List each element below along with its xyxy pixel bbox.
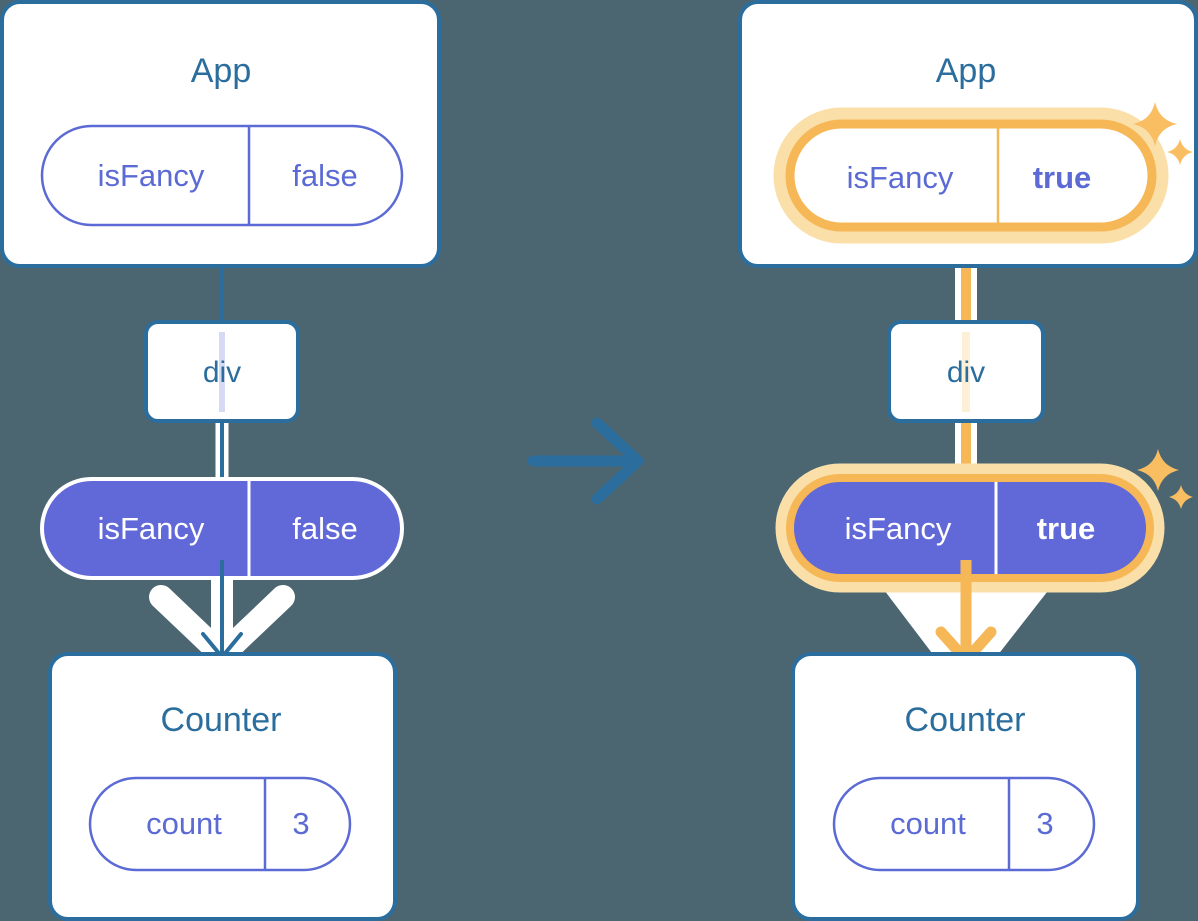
card-app-title-after: App bbox=[936, 52, 997, 90]
sparkle-small-prop-icon bbox=[1169, 485, 1193, 509]
state-pill-counter-after-name: count bbox=[890, 806, 966, 841]
state-pill-counter-before-shape bbox=[88, 776, 352, 872]
state-pill-app-after-glow bbox=[773, 107, 1169, 244]
state-pill-app-before-name: isFancy bbox=[98, 158, 205, 193]
state-pill-counter-before: count 3 bbox=[88, 776, 352, 872]
prop-pill-before-value: false bbox=[292, 511, 357, 546]
prop-pill-before-name: isFancy bbox=[98, 511, 205, 546]
prop-pill-after-value: true bbox=[1037, 511, 1096, 546]
state-pill-app-before: isFancy false bbox=[40, 124, 404, 227]
panel-before: App isFancy false div isFancy false bbox=[0, 0, 441, 921]
state-pill-counter-before-value: 3 bbox=[292, 806, 309, 841]
state-pill-counter-after-shape bbox=[832, 776, 1096, 872]
state-pill-app-before-value: false bbox=[292, 158, 357, 193]
node-div-before-label: div bbox=[203, 356, 241, 389]
state-pill-app-after-value: true bbox=[1033, 160, 1092, 195]
card-counter-title-after: Counter bbox=[905, 701, 1026, 739]
panel-after: App isFancy true div isFancy true bbox=[738, 0, 1198, 921]
state-pill-app-before-shape bbox=[40, 124, 404, 227]
card-counter-title-before: Counter bbox=[161, 701, 282, 739]
state-pill-counter-before-name: count bbox=[146, 806, 222, 841]
sparkle-large-prop-icon bbox=[1137, 449, 1179, 491]
state-pill-app-after-name: isFancy bbox=[847, 160, 954, 195]
node-div-after-label: div bbox=[947, 356, 985, 389]
card-app-title-before: App bbox=[191, 52, 252, 90]
prop-pill-before: isFancy false bbox=[40, 477, 404, 580]
sparkle-small-app-icon bbox=[1167, 139, 1193, 165]
state-pill-app-after: isFancy true bbox=[773, 107, 1169, 244]
state-pill-counter-after-value: 3 bbox=[1036, 806, 1053, 841]
sparkle-large-app-icon bbox=[1133, 102, 1177, 146]
state-pill-counter-after: count 3 bbox=[832, 776, 1096, 872]
prop-pill-after-name: isFancy bbox=[845, 511, 952, 546]
node-div-after: div bbox=[887, 320, 1045, 423]
node-div-before: div bbox=[144, 320, 300, 423]
transition-arrow-right-icon bbox=[527, 417, 644, 505]
state-pill-app-after-shape bbox=[785, 119, 1157, 232]
